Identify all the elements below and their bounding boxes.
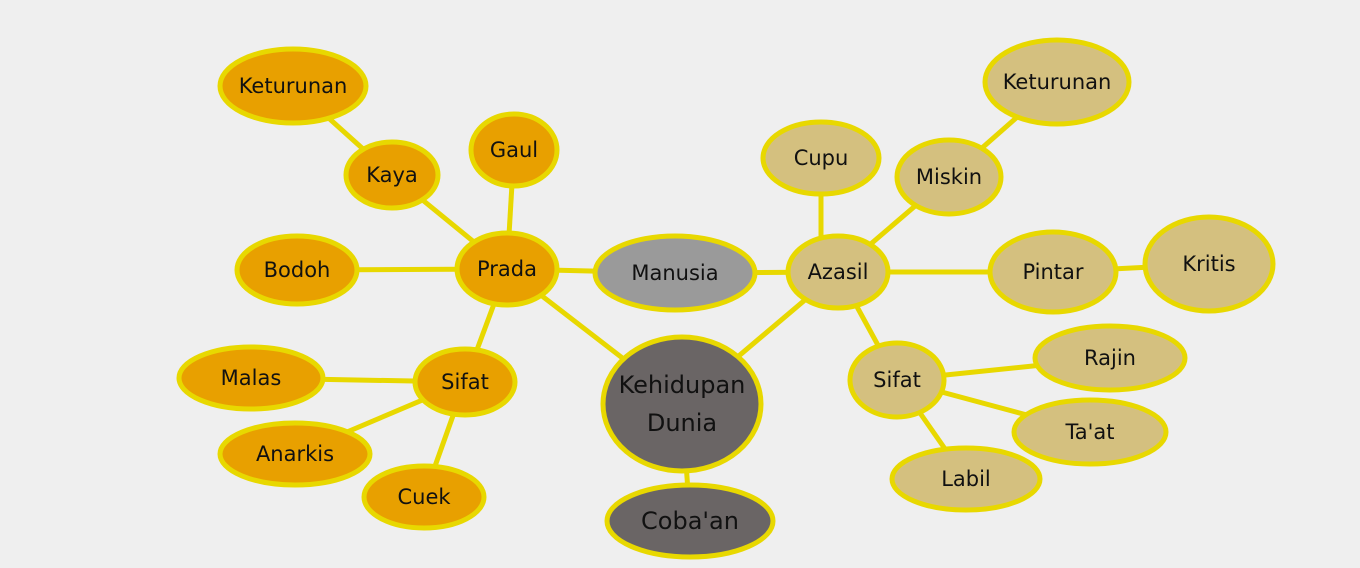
node-label: Manusia <box>631 261 718 285</box>
node-shape <box>454 230 560 308</box>
node-shape <box>982 37 1132 127</box>
node-bodoh: Bodoh <box>234 233 360 307</box>
node-shape <box>1011 397 1169 467</box>
node-sifat-r: Sifat <box>847 340 947 420</box>
node-shape <box>468 111 560 189</box>
node-label: Rajin <box>1084 346 1136 370</box>
node-kaya: Kaya <box>343 139 441 211</box>
node-keturunan-l: Keturunan <box>217 46 369 126</box>
node-taat: Ta'at <box>1011 397 1169 467</box>
node-manusia: Manusia <box>592 233 758 313</box>
node-cupu: Cupu <box>760 119 882 197</box>
node-gaul: Gaul <box>468 111 560 189</box>
node-label: Miskin <box>916 165 982 189</box>
node-miskin: Miskin <box>894 137 1004 217</box>
node-shape <box>592 233 758 313</box>
node-rajin: Rajin <box>1032 323 1188 393</box>
node-label: Gaul <box>490 138 538 162</box>
node-shape <box>217 420 373 488</box>
node-malas: Malas <box>176 344 326 412</box>
node-shape <box>894 137 1004 217</box>
node-shape <box>361 463 487 531</box>
node-label: Sifat <box>873 368 921 392</box>
node-label: Azasil <box>808 260 869 284</box>
node-sifat-l: Sifat <box>412 346 518 418</box>
node-label: Ta'at <box>1064 420 1114 444</box>
node-kritis: Kritis <box>1142 214 1276 314</box>
node-shape <box>760 119 882 197</box>
node-shape <box>1142 214 1276 314</box>
node-label: Kaya <box>366 163 418 187</box>
node-label: Keturunan <box>1003 70 1112 94</box>
node-shape <box>234 233 360 307</box>
node-anarkis: Anarkis <box>217 420 373 488</box>
node-label: Coba'an <box>641 507 739 535</box>
node-shape <box>412 346 518 418</box>
node-shape <box>343 139 441 211</box>
node-shape <box>604 482 776 560</box>
node-label: Pintar <box>1022 260 1083 284</box>
node-pintar: Pintar <box>987 229 1119 315</box>
node-shape <box>176 344 326 412</box>
node-label: Anarkis <box>256 442 334 466</box>
node-cobaan: Coba'an <box>604 482 776 560</box>
node-label: Sifat <box>441 370 489 394</box>
node-azasil: Azasil <box>785 233 891 311</box>
node-shape <box>1032 323 1188 393</box>
node-shape <box>847 340 947 420</box>
node-label: Keturunan <box>239 74 348 98</box>
node-shape <box>785 233 891 311</box>
node-shape <box>889 445 1043 513</box>
node-labil: Labil <box>889 445 1043 513</box>
node-label: Bodoh <box>264 258 331 282</box>
node-label: Labil <box>941 467 991 491</box>
node-label: Malas <box>221 366 282 390</box>
node-shape <box>600 334 764 474</box>
node-shape <box>987 229 1119 315</box>
node-label: Cupu <box>794 146 849 170</box>
node-prada: Prada <box>454 230 560 308</box>
node-label: Kritis <box>1182 252 1235 276</box>
node-label: Prada <box>477 257 537 281</box>
node-cuek: Cuek <box>361 463 487 531</box>
node-label: Cuek <box>397 485 451 509</box>
node-shape <box>217 46 369 126</box>
node-keturunan-r: Keturunan <box>982 37 1132 127</box>
